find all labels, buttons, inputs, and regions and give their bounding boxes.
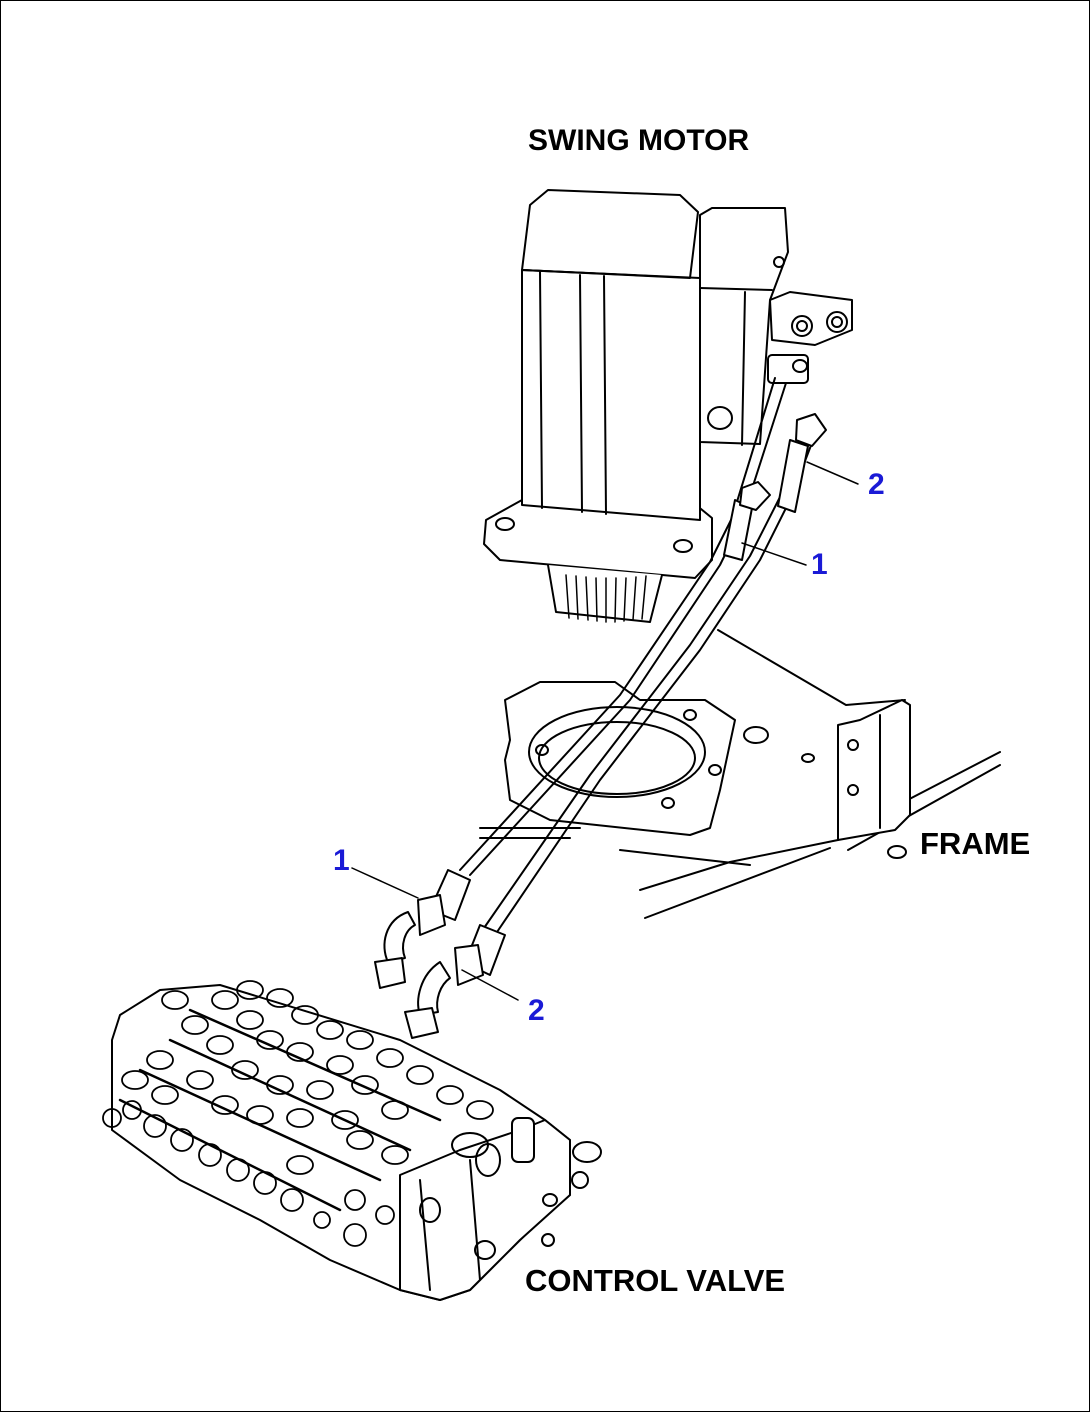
callout-valve-hose-1: 1 [333, 844, 350, 877]
callout-motor-hose-1: 1 [811, 548, 828, 581]
callout-valve-hose-2: 2 [528, 994, 545, 1027]
swing-motor-label: SWING MOTOR [528, 124, 750, 157]
hose-1 [374, 377, 787, 989]
frame [479, 629, 1001, 919]
callout-leaders [351, 461, 859, 1001]
frame-label: FRAME [920, 826, 1031, 861]
control-valve [102, 980, 602, 1301]
hose-2 [404, 413, 827, 1039]
swing-motor [483, 189, 853, 623]
control-valve-label: CONTROL VALVE [525, 1263, 786, 1298]
callout-motor-hose-2: 2 [868, 468, 885, 501]
